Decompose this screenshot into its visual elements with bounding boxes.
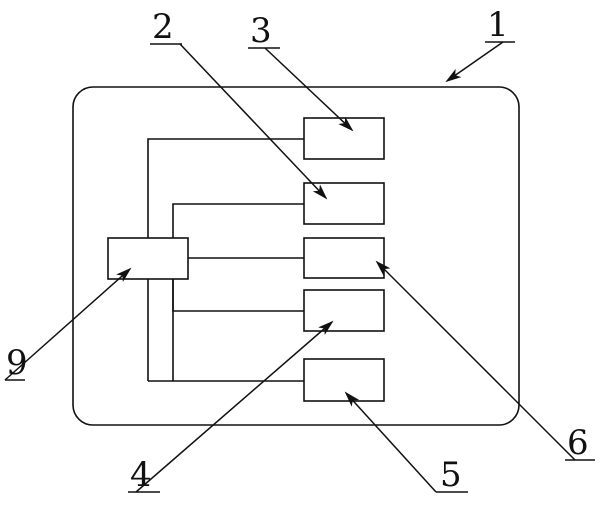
label-component-6: 6 bbox=[567, 423, 589, 463]
controller-box bbox=[107, 237, 189, 280]
leader-4 bbox=[135, 320, 334, 493]
component-4-box bbox=[303, 289, 385, 332]
leader-6 bbox=[375, 260, 576, 461]
label-component-5: 5 bbox=[440, 455, 462, 495]
leader-1 bbox=[445, 41, 504, 83]
component-3-box bbox=[303, 117, 385, 160]
component-2-box bbox=[303, 182, 385, 225]
wire-to-component-3 bbox=[147, 138, 304, 381]
leader-5 bbox=[344, 391, 437, 493]
wire-to-component-2 bbox=[172, 203, 304, 238]
label-component-4: 4 bbox=[130, 455, 152, 495]
leader-9 bbox=[4, 267, 132, 381]
label-controller: 9 bbox=[6, 343, 28, 383]
leader-2 bbox=[179, 43, 328, 200]
leader-3 bbox=[264, 47, 354, 132]
label-component-2: 2 bbox=[152, 7, 174, 47]
component-6-box bbox=[303, 237, 385, 279]
label-component-3: 3 bbox=[250, 11, 272, 51]
component-5-box bbox=[303, 358, 385, 402]
outer-housing bbox=[72, 86, 520, 426]
label-housing: 1 bbox=[487, 5, 509, 45]
wire-to-component-4 bbox=[172, 279, 304, 312]
